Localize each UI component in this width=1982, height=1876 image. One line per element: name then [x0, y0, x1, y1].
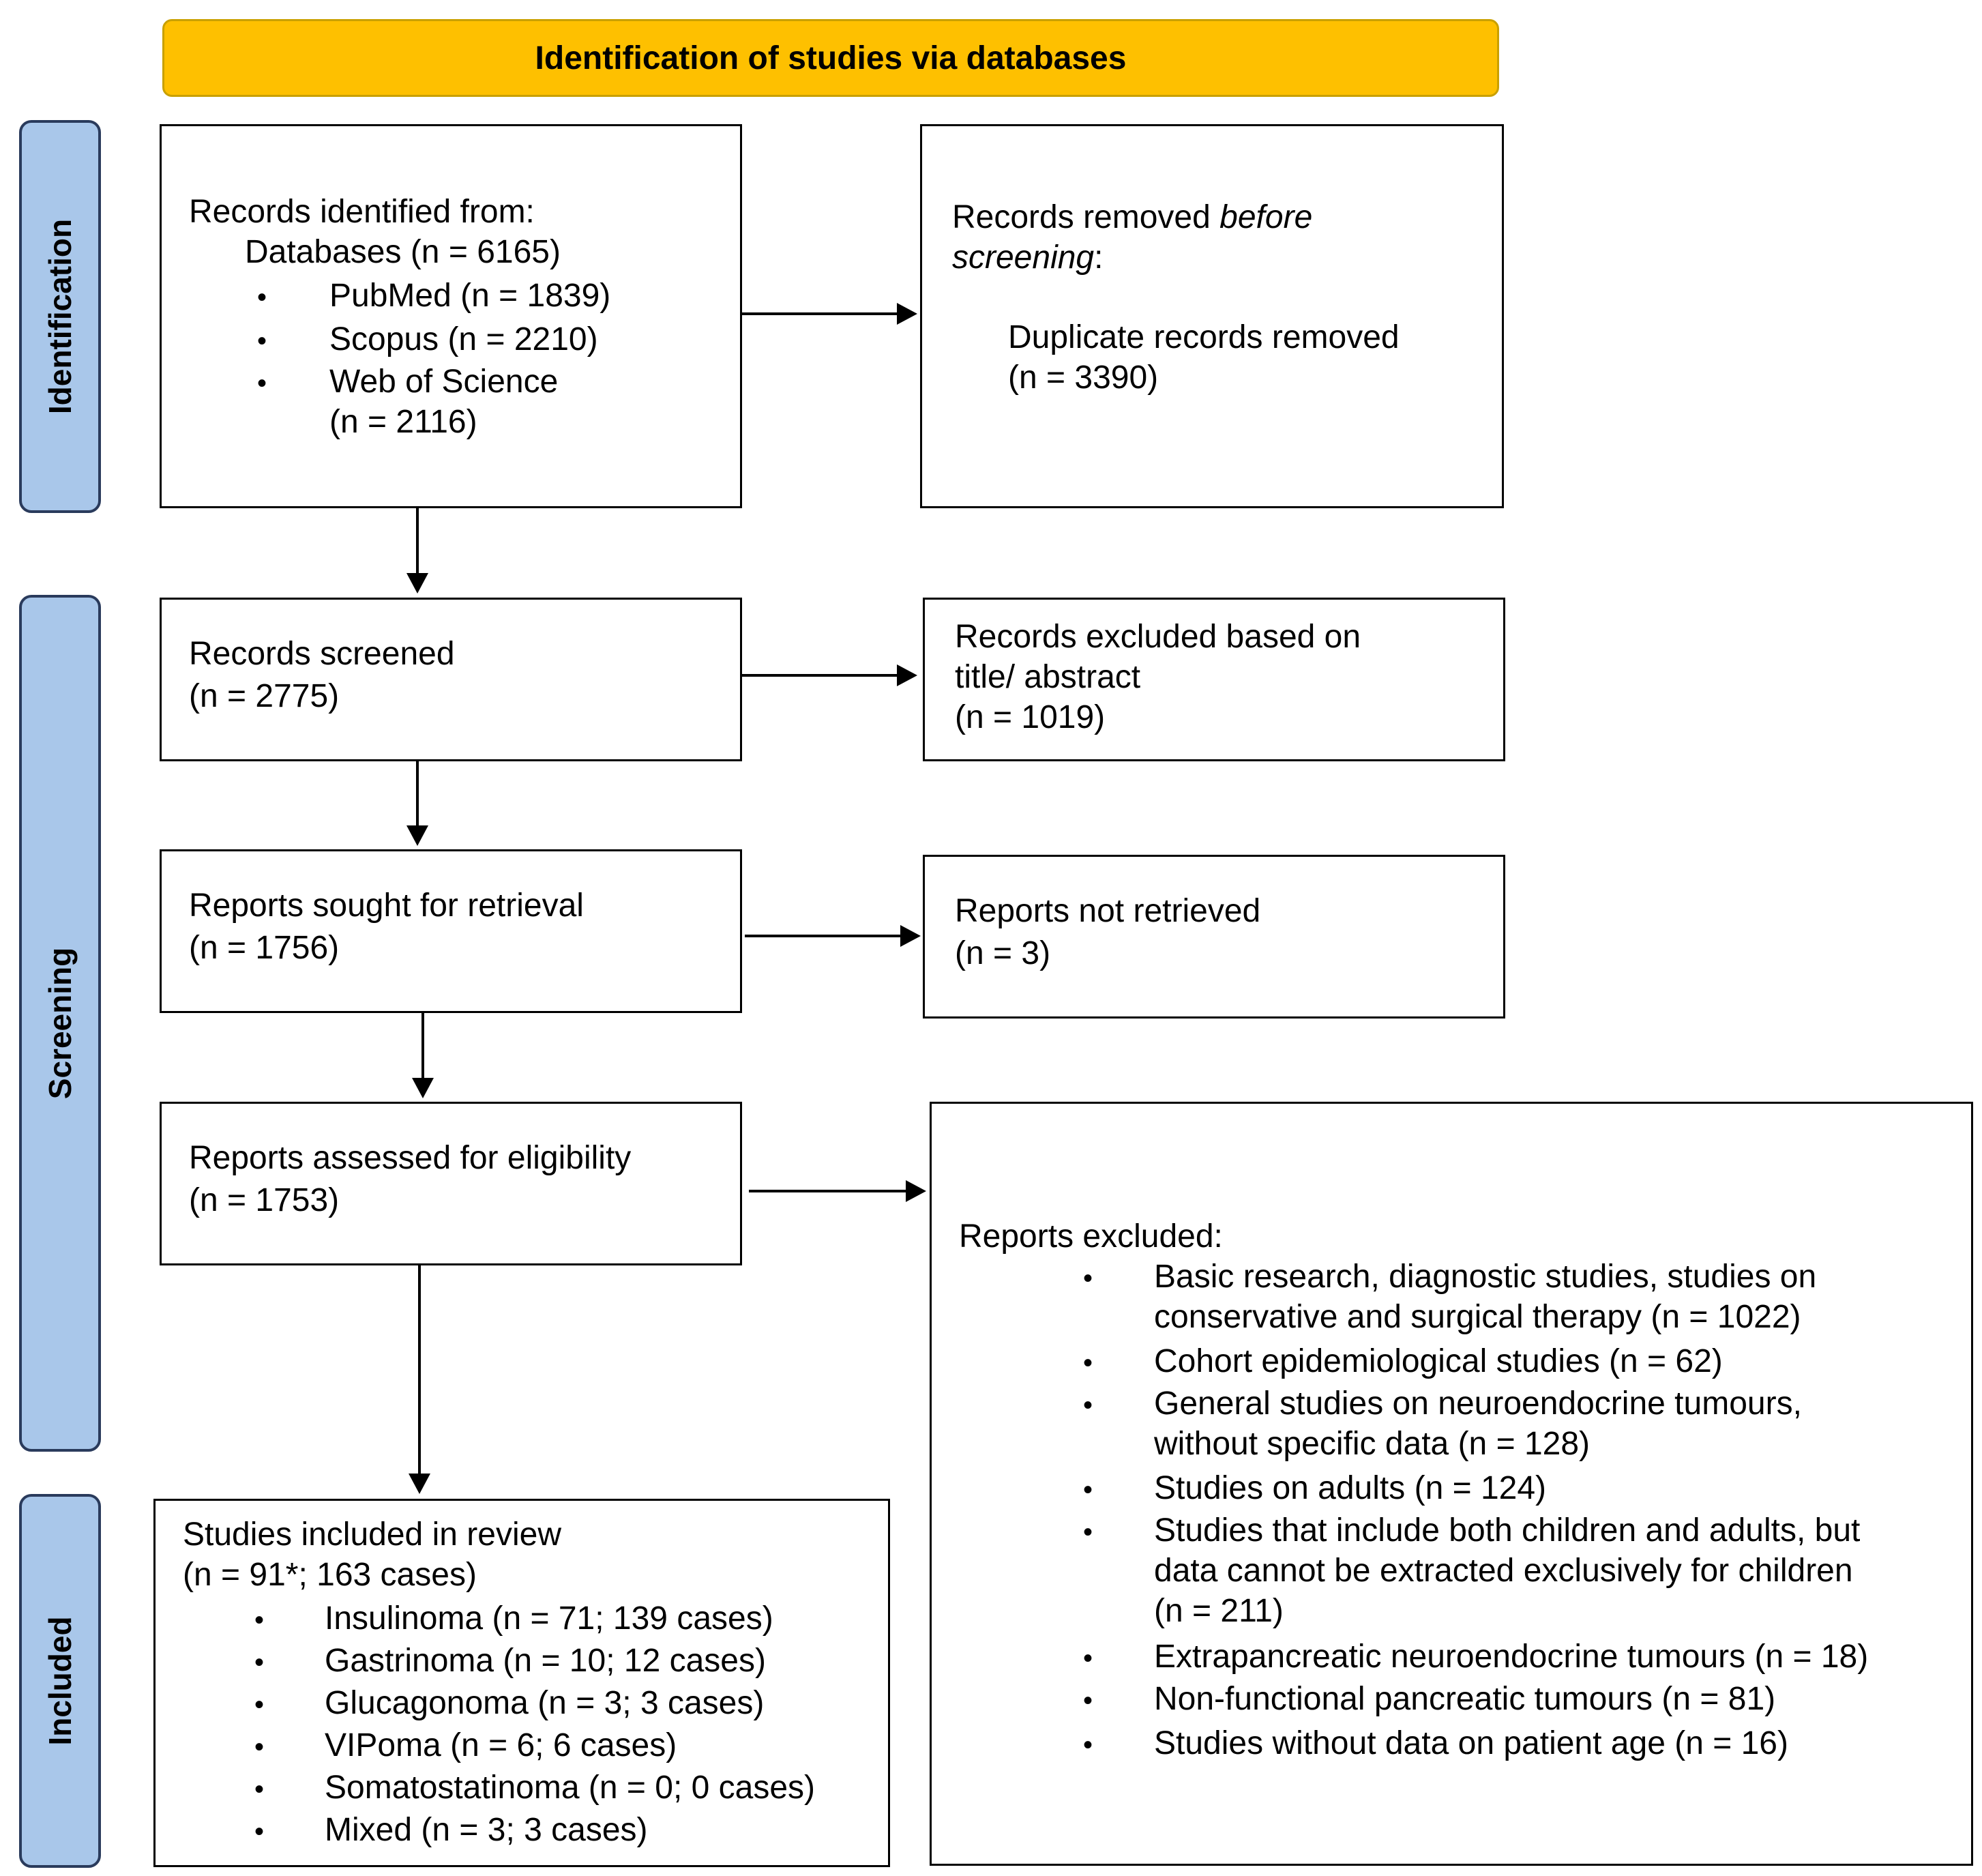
bullet-dot: •: [257, 282, 267, 312]
records-removed-line2: screening:: [952, 237, 1103, 278]
records-identified-box: Records identified from: Databases (n = …: [160, 124, 742, 508]
bullet-dot: •: [1083, 1730, 1093, 1760]
reports-not-retrieved-box: Reports not retrieved (n = 3): [923, 855, 1505, 1018]
bullet-dot: •: [1083, 1263, 1093, 1293]
reports-excluded-heading: Reports excluded:: [959, 1218, 1223, 1255]
bullet-dot: •: [257, 326, 267, 356]
excluded-reason-7: Non-functional pancreatic tumours (n = 8…: [1154, 1681, 1776, 1717]
included-gastrinoma: Gastrinoma (n = 10; 12 cases): [325, 1643, 766, 1679]
arrowhead-not-retrieved: [900, 925, 921, 947]
arrowhead-assessed: [412, 1078, 434, 1098]
records-excluded-line1: Records excluded based on: [955, 619, 1361, 655]
included-glucagonoma: Glucagonoma (n = 3; 3 cases): [325, 1685, 765, 1721]
reports-sought-box: Reports sought for retrieval (n = 1756): [160, 849, 742, 1013]
records-removed-italic-screening: screening: [952, 239, 1095, 276]
records-removed-italic-before: before: [1219, 199, 1313, 235]
excluded-reason-1a: Basic research, diagnostic studies, stud…: [1154, 1259, 1817, 1295]
source-pubmed: PubMed (n = 1839): [329, 278, 611, 314]
databases-count: Databases (n = 6165): [245, 234, 561, 270]
reports-excluded-box: Reports excluded: • Basic research, diag…: [930, 1102, 1973, 1866]
bullet-dot: •: [1083, 1348, 1093, 1378]
duplicate-records-count: (n = 3390): [1008, 360, 1159, 396]
arrowhead-removed: [897, 303, 917, 325]
reports-assessed-count: (n = 1753): [189, 1182, 340, 1218]
reports-not-retrieved-label: Reports not retrieved: [955, 893, 1261, 929]
reports-assessed-label: Reports assessed for eligibility: [189, 1140, 632, 1176]
arrowhead-sought: [406, 825, 428, 846]
bullet-dot: •: [1083, 1643, 1093, 1673]
records-identified-heading: Records identified from:: [189, 194, 535, 230]
bullet-dot: •: [1083, 1517, 1093, 1547]
bullet-dot: •: [257, 368, 267, 398]
phase-included: Included: [19, 1494, 101, 1868]
duplicate-records-label: Duplicate records removed: [1008, 319, 1400, 355]
included-mixed: Mixed (n = 3; 3 cases): [325, 1812, 648, 1848]
identification-banner: Identification of studies via databases: [162, 19, 1499, 97]
excluded-reason-1b: conservative and surgical therapy (n = 1…: [1154, 1299, 1801, 1335]
records-screened-box: Records screened (n = 2775): [160, 598, 742, 761]
arrowhead-included: [409, 1474, 430, 1494]
excluded-reason-2: Cohort epidemiological studies (n = 62): [1154, 1343, 1723, 1379]
excluded-reason-3a: General studies on neuroendocrine tumour…: [1154, 1386, 1802, 1422]
phase-identification: Identification: [19, 120, 101, 513]
excluded-reason-4: Studies on adults (n = 124): [1154, 1470, 1547, 1506]
reports-assessed-box: Reports assessed for eligibility (n = 17…: [160, 1102, 742, 1265]
reports-sought-count: (n = 1756): [189, 930, 340, 966]
bullet-dot: •: [254, 1774, 265, 1804]
arrowhead-reports-excluded: [906, 1180, 926, 1202]
phase-screening: Screening: [19, 595, 101, 1452]
studies-included-heading: Studies included in review: [183, 1516, 561, 1553]
records-removed-box: Records removed before screening: Duplic…: [920, 124, 1504, 508]
studies-included-box: Studies included in review (n = 91*; 163…: [153, 1499, 890, 1867]
records-removed-colon: :: [1094, 239, 1104, 276]
excluded-reason-3b: without specific data (n = 128): [1154, 1426, 1591, 1462]
bullet-dot: •: [254, 1605, 265, 1635]
bullet-dot: •: [254, 1732, 265, 1762]
records-removed-prefix: Records removed: [952, 199, 1220, 235]
bullet-dot: •: [1083, 1390, 1093, 1420]
records-excluded-box: Records excluded based on title/ abstrac…: [923, 598, 1505, 761]
arrowhead-excluded: [897, 664, 917, 686]
reports-not-retrieved-count: (n = 3): [955, 935, 1051, 971]
banner-title: Identification of studies via databases: [535, 40, 1127, 76]
records-screened-label: Records screened: [189, 636, 455, 672]
excluded-reason-5b: data cannot be extracted exclusively for…: [1154, 1553, 1853, 1589]
source-scopus: Scopus (n = 2210): [329, 321, 598, 357]
excluded-reason-8: Studies without data on patient age (n =…: [1154, 1725, 1788, 1761]
bullet-dot: •: [254, 1817, 265, 1847]
records-excluded-count: (n = 1019): [955, 699, 1106, 735]
included-somatostatinoma: Somatostatinoma (n = 0; 0 cases): [325, 1770, 816, 1806]
records-excluded-line2: title/ abstract: [955, 659, 1141, 695]
source-web-of-science: Web of Science: [329, 364, 559, 400]
included-insulinoma: Insulinoma (n = 71; 139 cases): [325, 1600, 773, 1637]
source-web-of-science-count: (n = 2116): [329, 404, 477, 440]
excluded-reason-5a: Studies that include both children and a…: [1154, 1512, 1861, 1549]
bullet-dot: •: [1083, 1475, 1093, 1505]
reports-sought-label: Reports sought for retrieval: [189, 888, 584, 924]
excluded-reason-5c: (n = 211): [1154, 1593, 1284, 1629]
studies-included-count: (n = 91*; 163 cases): [183, 1557, 477, 1593]
bullet-dot: •: [254, 1647, 265, 1677]
included-vipoma: VIPoma (n = 6; 6 cases): [325, 1727, 677, 1763]
arrowhead-screened: [406, 573, 428, 593]
records-removed-line1: Records removed before: [952, 197, 1312, 237]
bullet-dot: •: [1083, 1686, 1093, 1716]
records-screened-count: (n = 2775): [189, 678, 340, 714]
excluded-reason-6: Extrapancreatic neuroendocrine tumours (…: [1154, 1639, 1869, 1675]
bullet-dot: •: [254, 1690, 265, 1720]
